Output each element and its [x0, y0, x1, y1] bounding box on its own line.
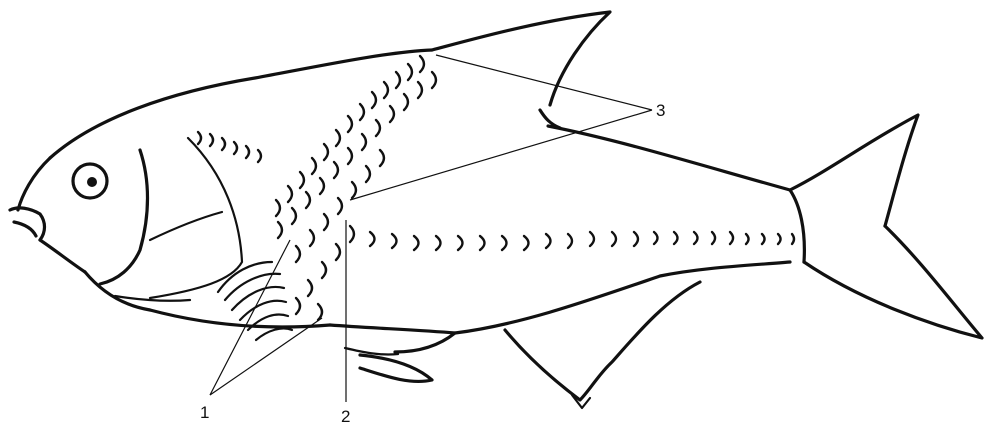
anal-fin	[505, 282, 700, 408]
pelvic-fins	[330, 325, 455, 381]
figure-labels: 1 2 3	[200, 101, 665, 426]
leader-line-3b	[350, 110, 652, 200]
label-2: 2	[341, 407, 350, 426]
leader-line-1b	[210, 318, 322, 395]
caudal-fin	[790, 115, 982, 338]
label-3: 3	[656, 101, 665, 120]
leader-line-1a	[210, 240, 290, 395]
leader-lines	[210, 55, 652, 402]
fish-body-outline	[50, 50, 804, 333]
eye-pupil	[87, 177, 97, 187]
dorsal-fin	[432, 12, 610, 128]
leader-line-3a	[436, 55, 652, 110]
lateral-line-scales	[370, 232, 794, 250]
fish-head	[10, 138, 242, 310]
scale-patch	[198, 56, 436, 320]
label-1: 1	[200, 403, 209, 422]
